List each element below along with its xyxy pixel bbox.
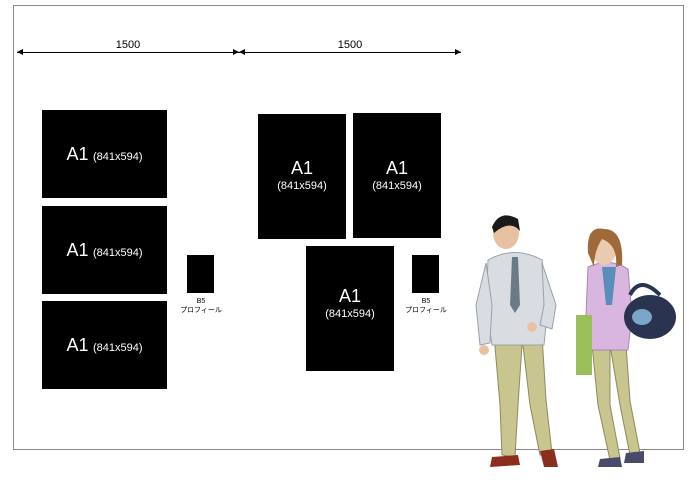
b5-caption: B5 プロフィール — [405, 297, 447, 315]
dimension-line — [239, 52, 461, 53]
a1-panel: A1 (841x594) — [258, 114, 346, 239]
panel-dims: (841x594) — [92, 151, 143, 163]
arrow-right-icon — [455, 49, 461, 55]
panel-size: A1 — [290, 158, 314, 178]
panel-dims: (841x594) — [92, 247, 143, 259]
panel-size: A1 — [385, 158, 409, 178]
panel-size: A1 — [66, 144, 89, 164]
dimension-right: 1500 — [239, 39, 461, 59]
panel-dims: (841x594) — [372, 180, 422, 192]
panel-dims: (841x594) — [92, 342, 143, 354]
a1-panel: A1 (841x594) — [306, 246, 394, 371]
dimension-line — [17, 52, 239, 53]
man-figure — [475, 215, 558, 467]
people-illustration — [475, 215, 676, 467]
panel-dims: (841x594) — [325, 308, 375, 320]
b5-size: B5 — [196, 298, 206, 305]
dimension-label: 1500 — [337, 39, 363, 51]
b5-caption: B5 プロフィール — [180, 297, 222, 315]
b5-caption-text: プロフィール — [405, 307, 447, 314]
a1-panel: A1 (841x594) — [42, 301, 167, 389]
b5-profile-panel — [187, 255, 214, 293]
a1-panel: A1 (841x594) — [353, 113, 441, 238]
arrow-left-icon — [17, 49, 23, 55]
a1-panel: A1 (841x594) — [42, 206, 167, 294]
woman-figure — [576, 228, 676, 467]
b5-size: B5 — [421, 298, 431, 305]
b5-caption-text: プロフィール — [180, 307, 222, 314]
dimension-left: 1500 — [17, 39, 239, 59]
a1-panel: A1 (841x594) — [42, 110, 167, 198]
arrow-right-icon — [233, 49, 239, 55]
panel-size: A1 — [338, 286, 362, 306]
dimension-label: 1500 — [115, 39, 141, 51]
panel-dims: (841x594) — [277, 180, 327, 192]
panel-size: A1 — [66, 335, 89, 355]
b5-profile-panel — [412, 255, 439, 293]
arrow-left-icon — [239, 49, 245, 55]
panel-size: A1 — [66, 240, 89, 260]
